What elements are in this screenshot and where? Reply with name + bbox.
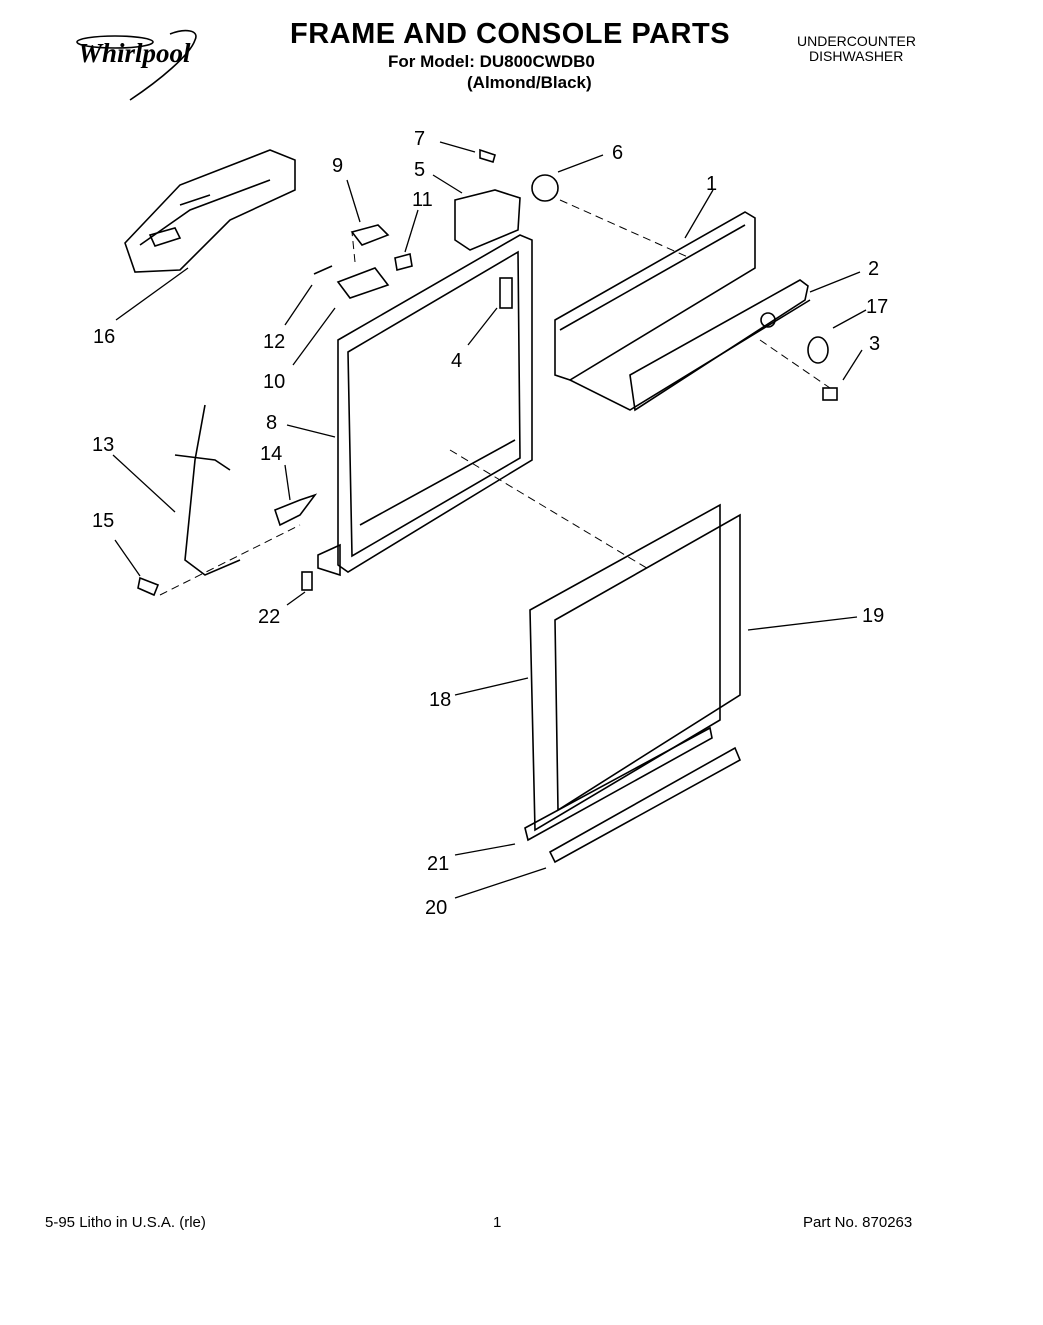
callout-15: 15 (92, 510, 115, 532)
category-line-2: DISHWASHER (809, 48, 904, 64)
footer-print-info: 5-95 Litho in U.S.A. (rle) (45, 1214, 206, 1231)
model-line: For Model: DU800CWDB0 (388, 52, 595, 71)
callout-4: 4 (451, 350, 463, 372)
part-9-bracket (350, 224, 390, 246)
callout-17: 17 (866, 296, 889, 318)
whirlpool-logo-arc (129, 29, 197, 101)
callout-18: 18 (429, 689, 452, 711)
part-8-door-frame (317, 234, 533, 577)
callout-19: 19 (862, 605, 885, 627)
part-4-latch (499, 277, 513, 309)
part-20-trim (548, 746, 742, 864)
page-title: FRAME AND CONSOLE PARTS (290, 18, 731, 50)
part-13-harness (184, 404, 241, 576)
part-12-pin (313, 265, 333, 275)
callout-16: 16 (93, 326, 116, 348)
callout-5: 5 (414, 159, 426, 181)
callout-14: 14 (260, 443, 283, 465)
part-number: Part No. 870263 (803, 1214, 913, 1231)
callout-20: 20 (425, 897, 448, 919)
callout-1: 1 (706, 173, 718, 195)
callout-22: 22 (258, 606, 281, 628)
part-1-console (554, 211, 811, 411)
part-2-panel (629, 279, 809, 412)
callout-7: 7 (414, 128, 426, 150)
part-7-screw (479, 148, 496, 164)
callout-3: 3 (869, 333, 881, 355)
callout-12: 12 (263, 331, 286, 353)
part-10-mount (336, 267, 390, 299)
callout-21: 21 (427, 853, 450, 875)
category-line-1: UNDERCOUNTER (797, 33, 916, 49)
part-14-switch (274, 493, 318, 527)
part-19-door-panel (554, 513, 741, 812)
page-number: 1 (493, 1214, 502, 1231)
brand-logo-text: Whirlpool (78, 38, 191, 68)
part-18-door-panel (529, 503, 721, 832)
part-11-connector (394, 253, 413, 271)
callout-11: 11 (412, 189, 433, 211)
part-15-screw (137, 576, 160, 597)
part-3-button (822, 387, 838, 401)
whirlpool-logo-swirl (76, 35, 154, 49)
callout-6: 6 (612, 142, 624, 164)
callout-9: 9 (332, 155, 344, 177)
part-22-clip (301, 571, 313, 591)
part-21-trim (524, 726, 713, 842)
part-17-knob (807, 336, 829, 364)
callout-10: 10 (263, 371, 286, 393)
color-variant: (Almond/Black) (467, 73, 592, 92)
callout-8: 8 (266, 412, 278, 434)
callout-2: 2 (868, 258, 880, 280)
part-6-knob-base (531, 174, 559, 202)
part-16-vent-housing (124, 149, 296, 273)
part-5-control-housing (454, 189, 521, 251)
callout-13: 13 (92, 434, 115, 456)
